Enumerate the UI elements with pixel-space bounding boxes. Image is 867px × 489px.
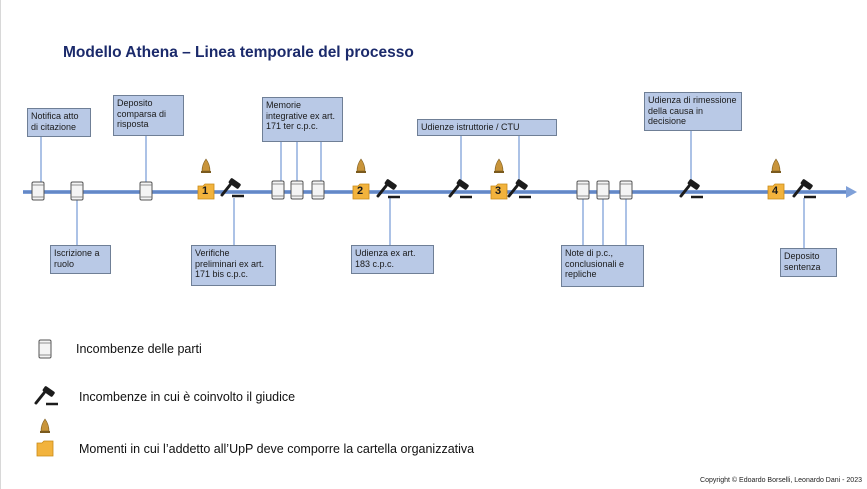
connector-lines bbox=[40, 131, 805, 248]
box-notifica: Notifica atto di citazione bbox=[27, 108, 91, 137]
legend-gavel-icon bbox=[34, 384, 60, 406]
box-udienza-rimessione: Udienza di rimessione della causa in dec… bbox=[644, 92, 742, 131]
marker-3: 3 bbox=[495, 185, 502, 197]
marker-4: 4 bbox=[772, 185, 779, 197]
marker-1: 1 bbox=[202, 185, 209, 197]
legend-bell-icon bbox=[39, 418, 51, 434]
box-note-pc: Note di p.c., conclusionali e repliche bbox=[561, 245, 644, 287]
box-deposito-sentenza: Deposito sentenza bbox=[780, 248, 837, 277]
box-memorie: Memorie integrative ex art. 171 ter c.p.… bbox=[262, 97, 343, 142]
box-verifiche: Verifiche preliminari ex art. 171 bis c.… bbox=[191, 245, 276, 286]
legend-parti: Incombenze delle parti bbox=[76, 342, 202, 356]
page-title: Modello Athena – Linea temporale del pro… bbox=[63, 44, 414, 61]
box-deposito-comparsa: Deposito comparsa di risposta bbox=[113, 95, 184, 136]
box-udienze-istruttorie: Udienze istruttorie / CTU bbox=[417, 119, 557, 136]
gavel-icons bbox=[220, 176, 818, 199]
copyright: Copyright © Edoardo Borselli, Leonardo D… bbox=[700, 477, 862, 484]
legend-doc-icon bbox=[38, 339, 52, 359]
marker-2: 2 bbox=[357, 185, 364, 197]
legend-upp: Momenti in cui l’addetto all’UpP deve co… bbox=[79, 442, 475, 456]
box-iscrizione: Iscrizione a ruolo bbox=[50, 245, 111, 274]
legend-giudice: Incombenze in cui è coinvolto il giudice bbox=[79, 390, 296, 404]
legend-folder-icon bbox=[36, 440, 54, 457]
box-udienza-183: Udienza ex art. 183 c.p.c. bbox=[351, 245, 434, 274]
timeline-arrow bbox=[846, 186, 857, 198]
